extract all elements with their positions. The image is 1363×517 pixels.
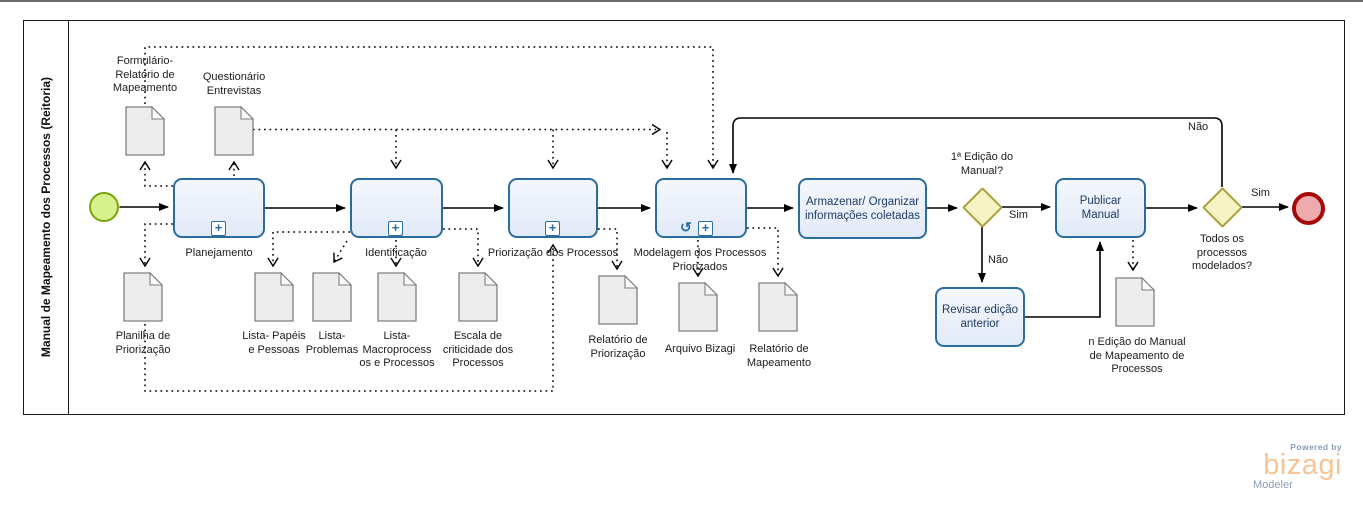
assoc-identificacao-to-lista-problemas [333,240,348,264]
task-armazenar-label: Armazenar/ Organizar informações coletad… [804,195,921,222]
doc-lista-problemas[interactable] [312,271,353,322]
flow-revisar-to-publicar [1025,241,1104,318]
task-publicar-manual[interactable]: Publicar Manual [1055,178,1146,238]
lane-header[interactable]: Manual de Mapeamento dos Processos (Reit… [24,21,69,414]
assoc-planilha-to-priorizacao [144,243,559,392]
gateway2-sim-label: Sim [1251,187,1270,199]
modeler-label: Modeler [1253,479,1293,491]
task-identificacao-label: Identificação [365,247,427,259]
subprocess-plus-icon[interactable]: + [545,221,560,236]
flow-gateway2-nao-to-modelagem [729,117,1223,187]
doc-planilha[interactable] [123,271,164,322]
window-top-border [0,0,1363,2]
doc-formulario-label: Formulário- Relatório de Mapeamento [112,55,178,94]
doc-lista-problemas-label: Lista- Problemas [305,330,359,356]
task-publicar-label: Publicar Manual [1079,195,1122,221]
doc-questionario-label: Questionário Entrevistas [202,71,266,97]
end-event[interactable] [1292,192,1325,225]
doc-rel-priorizacao-label: Relatório de Priorização [588,334,648,360]
doc-lista-papeis[interactable] [254,271,295,322]
task-revisar-label: Revisar edição anterior [941,304,1019,330]
doc-relatorio-priorizacao[interactable] [598,274,639,325]
gateway2-label: Todos os processos modelados? [1192,233,1252,272]
doc-n-edicao-label: n Edição do Manual de Mapeamento de Proc… [1088,336,1186,375]
doc-relatorio-mapeamento[interactable] [758,281,799,332]
bizagi-branding: Powered by bizagi Modeler [1250,442,1342,491]
assoc-planejamento-to-planilha [139,223,173,268]
subprocess-plus-icon[interactable]: + [388,221,403,236]
subprocess-plus-icon[interactable]: + [211,221,226,236]
doc-arquivo-bizagi[interactable] [678,281,719,332]
task-identificacao[interactable] [350,178,443,238]
task-revisar-edicao[interactable]: Revisar edição anterior [935,287,1025,347]
assoc-identificacao-to-lista-papeis [267,231,350,268]
doc-rel-mapeamento-label: Relatório de Mapeamento [746,343,812,369]
loop-icon: ↺ [680,219,692,235]
start-event[interactable] [89,192,119,222]
assoc-planejamento-to-formulario [139,160,173,187]
task-planejamento-label: Planejamento [185,247,253,259]
process-pool: Manual de Mapeamento dos Processos (Reit… [23,20,1345,415]
doc-questionario[interactable] [214,105,255,156]
gateway1-sim-label: Sim [1009,209,1028,221]
doc-escala-label: Escala de criticidade dos Processos [442,330,514,369]
task-priorizacao-label: Priorização dos Processos [487,247,619,259]
doc-lista-macroprocessos[interactable] [377,271,418,322]
subprocess-plus-icon[interactable]: + [698,221,713,236]
lane-title: Manual de Mapeamento dos Processos (Reit… [39,77,53,358]
gateway2-nao-label: Não [1188,121,1209,133]
assoc-priorizacao-to-rel-priorizacao [598,228,623,271]
gateway1-nao-label: Não [988,254,1009,266]
doc-arquivo-bizagi-label: Arquivo Bizagi [664,343,736,355]
task-armazenar[interactable]: Armazenar/ Organizar informações coletad… [798,178,927,239]
doc-n-edicao[interactable] [1115,276,1156,327]
doc-formulario[interactable] [125,105,166,156]
doc-lista-macro-label: Lista- Macroprocess os e Processos [359,330,435,369]
powered-by-label: Powered by [1290,442,1342,452]
assoc-formulario-to-modelagem [144,46,719,170]
doc-lista-papeis-label: Lista- Papéis e Pessoas [242,330,306,356]
doc-escala-criticidade[interactable] [458,271,499,322]
assoc-identificacao-to-escala [443,228,484,268]
doc-planilha-label: Planilha de Priorização [115,330,171,356]
bizagi-logo: bizagi [1263,449,1342,481]
gateway1-label: 1ª Edição do Manual? [950,151,1014,177]
task-modelagem-label: Modelagem dos Processos Priorizados [633,247,767,273]
